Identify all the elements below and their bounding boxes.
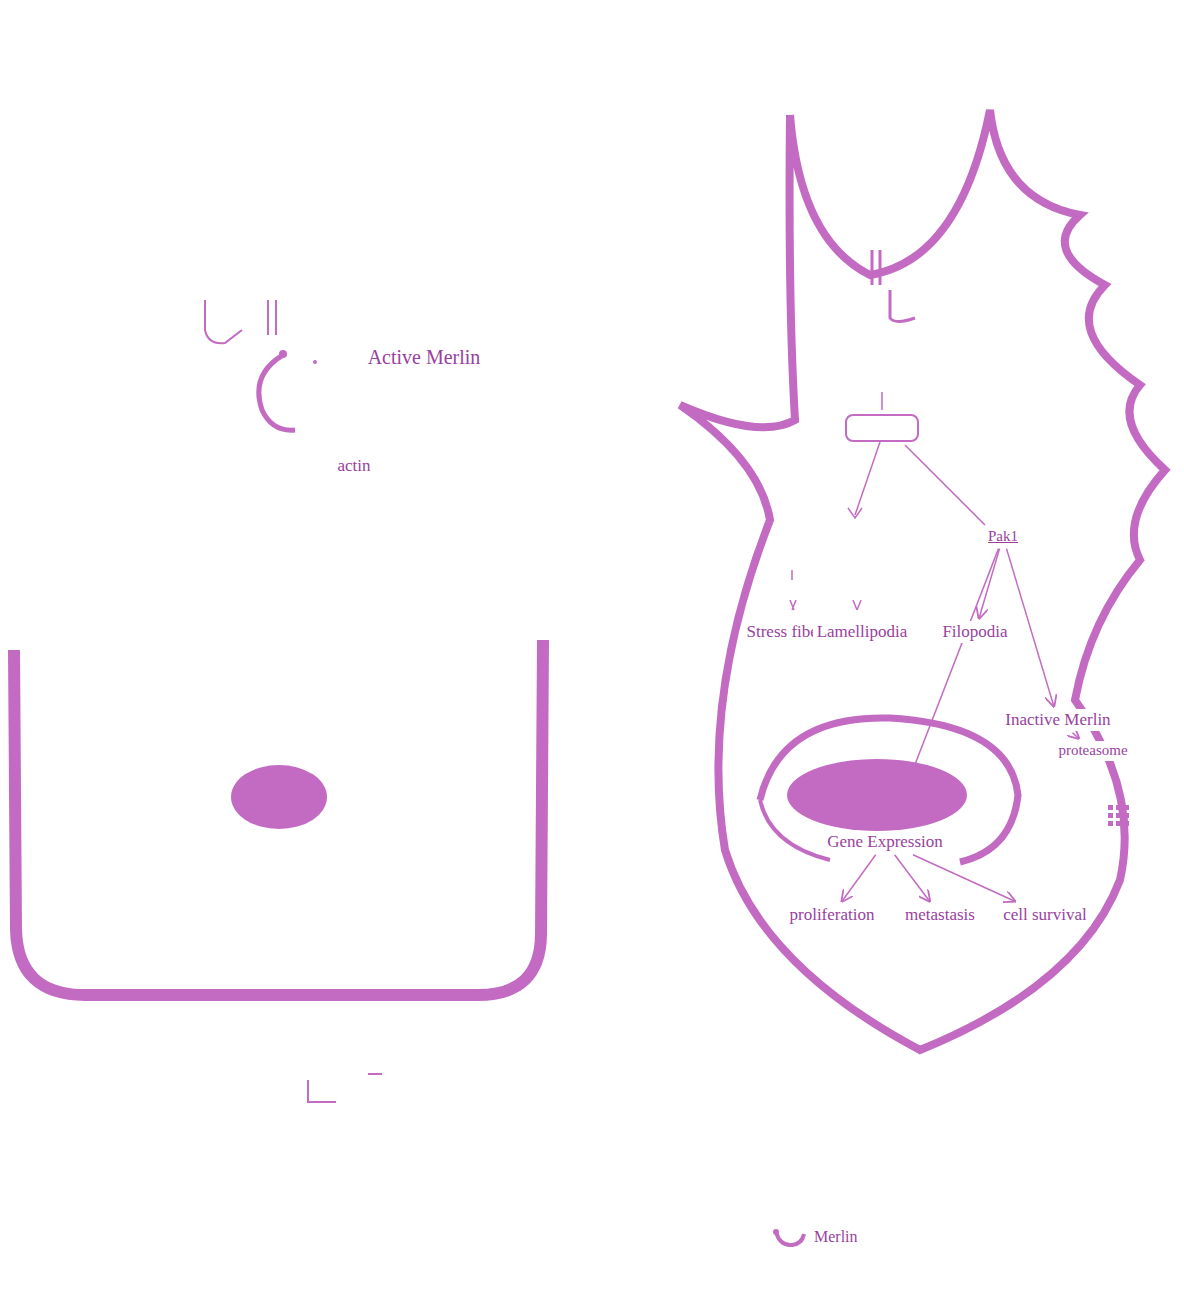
legend-entry: Merlin: [772, 1226, 858, 1248]
node-text: Lamellipodia: [817, 622, 908, 642]
pathway-node: Inactive Merlin: [1001, 709, 1114, 731]
arrow-head: [848, 508, 862, 518]
node-text: cell survival: [1003, 905, 1087, 925]
pathway-node: cell survival: [999, 904, 1091, 926]
arrow-line: [855, 442, 880, 515]
part-label: Active Merlin: [365, 346, 484, 369]
cancer-cell-membrane: [680, 110, 1165, 1050]
dot: [313, 360, 317, 364]
signal-arrow: [890, 549, 998, 829]
legend-icon: [308, 1074, 382, 1102]
node-text: proteasome: [1058, 742, 1127, 759]
normal-cell-nucleus: [231, 765, 327, 829]
normal-cell-membrane: [14, 640, 543, 995]
signal-arrow: [979, 549, 1000, 619]
arrow-line: [905, 445, 985, 525]
node-text: Gene Expression: [827, 832, 943, 852]
pathway-node: Lamellipodia: [813, 621, 912, 643]
nuclear-envelope: [760, 718, 1018, 862]
node-text: proliferation: [790, 905, 875, 925]
pathway-node: proteasome: [1054, 741, 1131, 760]
signal-arrow: [913, 855, 1015, 901]
part-label: actin: [334, 456, 373, 476]
signal-arrow: [1072, 733, 1078, 739]
proteasome-symbol: [1108, 805, 1129, 826]
pathway-node: Pak1: [984, 527, 1022, 546]
arrow-line: [881, 392, 883, 410]
pathway-node: proliferation: [786, 904, 879, 926]
arrow-head: [790, 570, 861, 610]
receptor-symbol: [205, 300, 242, 343]
pathway-node: Filopodia: [938, 621, 1011, 643]
signal-box: [846, 415, 918, 441]
node-text: Filopodia: [942, 622, 1007, 642]
nucleus-core: [787, 759, 967, 831]
legend-symbol: [772, 1226, 806, 1248]
node-text: Inactive Merlin: [1005, 710, 1110, 730]
receptor-symbol: [268, 300, 276, 335]
node-text: Pak1: [988, 528, 1018, 545]
node-text: metastasis: [905, 905, 975, 925]
signal-arrow: [895, 855, 930, 901]
pathway-node: metastasis: [901, 904, 979, 926]
signal-arrow: [842, 855, 876, 901]
signal-arrow: [1006, 549, 1053, 707]
legend-text: Merlin: [814, 1228, 858, 1246]
merlin-head: [279, 350, 287, 358]
receptor-symbol: [872, 250, 915, 322]
pathway-node: Gene Expression: [823, 831, 947, 853]
merlin-symbol: [259, 355, 295, 430]
